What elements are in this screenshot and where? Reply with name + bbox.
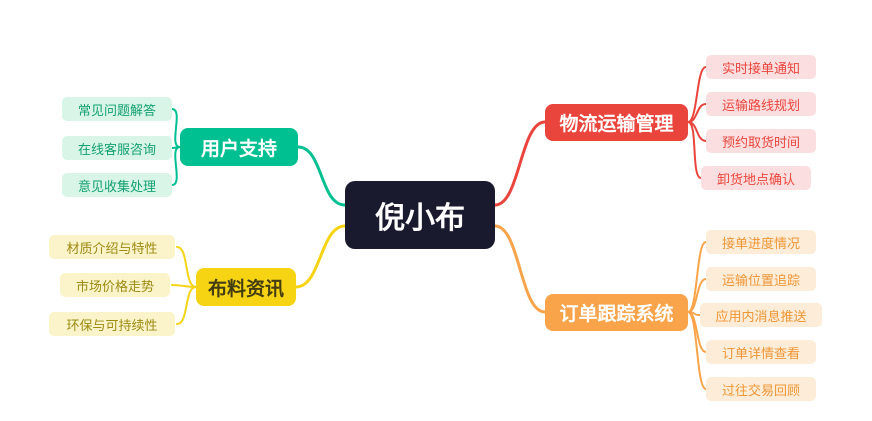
leaf-node-transport-tracking[interactable]: 运输位置追踪: [706, 267, 816, 291]
edge-fabric-news-leaf-2: [176, 286, 197, 325]
edge-order-tracking-leaf-4: [687, 311, 707, 390]
leaf-node-pickup-time[interactable]: 预约取货时间: [706, 129, 816, 153]
edge-order-tracking-leaf-1: [687, 278, 707, 313]
leaf-node-online-service[interactable]: 在线客服咨询: [62, 136, 172, 160]
edge-user-support-leaf-0: [171, 108, 181, 148]
root-node[interactable]: 倪小布: [345, 181, 495, 249]
branch-node-order-tracking[interactable]: 订单跟踪系统: [545, 294, 688, 331]
leaf-node-past-transactions[interactable]: 过往交易回顾: [706, 377, 816, 401]
leaf-node-route-planning[interactable]: 运输路线规划: [706, 92, 816, 116]
edge-user-support-leaf-2: [171, 146, 181, 186]
leaf-node-material-intro[interactable]: 材质介绍与特性: [49, 235, 175, 259]
leaf-node-faq[interactable]: 常见问题解答: [62, 97, 172, 121]
leaf-node-unload-location[interactable]: 卸货地点确认: [701, 166, 811, 190]
edge-order-tracking-leaf-0: [687, 241, 707, 313]
leaf-node-market-price[interactable]: 市场价格走势: [60, 273, 170, 297]
edge-root-fabric-news: [294, 224, 347, 289]
edge-logistics-leaf-3: [687, 121, 702, 179]
leaf-node-feedback-handling[interactable]: 意见收集处理: [62, 173, 172, 197]
leaf-node-order-progress[interactable]: 接单进度情况: [706, 230, 816, 254]
branch-node-user-support[interactable]: 用户支持: [180, 128, 298, 166]
leaf-node-eco-sustainability[interactable]: 环保与可持续性: [49, 312, 175, 336]
branch-node-fabric-news[interactable]: 布料资讯: [196, 268, 296, 306]
edge-root-user-support: [296, 145, 347, 207]
leaf-node-in-app-push[interactable]: 应用内消息推送: [700, 303, 822, 327]
edge-fabric-news-leaf-0: [176, 246, 197, 288]
edge-logistics-leaf-0: [687, 66, 707, 123]
leaf-node-realtime-order-notify[interactable]: 实时接单通知: [706, 55, 816, 79]
edge-root-order-tracking: [493, 224, 547, 314]
leaf-node-order-details[interactable]: 订单详情查看: [706, 340, 816, 364]
edge-root-logistics: [493, 120, 547, 207]
branch-node-logistics-management[interactable]: 物流运输管理: [545, 104, 688, 141]
